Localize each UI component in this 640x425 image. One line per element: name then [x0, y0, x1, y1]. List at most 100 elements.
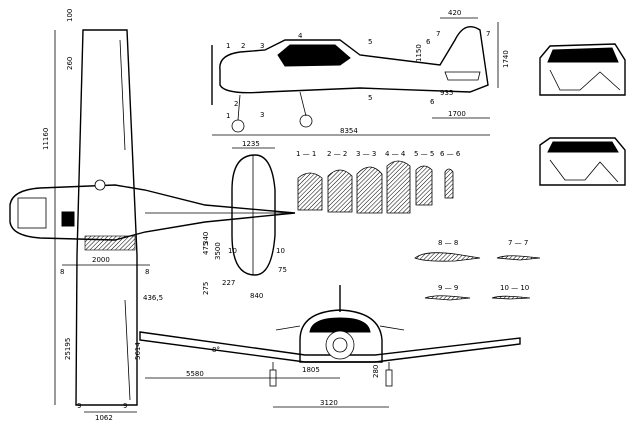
canopy-detail-top-glass — [547, 47, 619, 63]
tail-arm-label: 1700 — [448, 110, 466, 118]
front-gear-label: 1805 — [302, 366, 320, 374]
top-view: 11160 100 260 2000 8 8 436,5 25195 1062 … — [9, 9, 296, 422]
dihedral-label: 8° — [212, 346, 220, 354]
canopy-detail-top-seat — [549, 69, 621, 91]
half-span-label: 5580 — [186, 370, 204, 378]
station-10-right: 10 — [276, 247, 285, 255]
station-7-side: 7 — [436, 30, 440, 38]
station-5-side-low: 5 — [368, 94, 372, 102]
section-4-shape — [386, 160, 411, 214]
fin-height-label: 1740 — [502, 50, 510, 68]
fin-mid-label: 1150 — [415, 44, 423, 62]
station-4-side: 4 — [298, 32, 303, 40]
main-gear-strut — [299, 91, 307, 117]
fuselage-front — [299, 309, 383, 363]
tail-small-label: 935 — [440, 89, 453, 97]
section-3-shape — [356, 166, 383, 214]
wing-root-hatch — [84, 235, 136, 251]
track-label: 3120 — [320, 399, 338, 407]
station-6-side-low: 6 — [430, 98, 435, 106]
airfoil-7-shape — [496, 255, 541, 261]
stab-f-label: 75 — [278, 266, 287, 274]
front-view: 3120 5580 1805 5614 280 8° — [134, 285, 521, 408]
wing-front — [139, 331, 521, 363]
station-8-left: 8 — [60, 268, 64, 276]
canopy-detail-bottom — [539, 137, 626, 186]
root-chord-label: 2000 — [92, 256, 110, 264]
station-6-side: 6 — [426, 38, 431, 46]
station-2-low: 2 — [234, 100, 238, 108]
section-5-label: 5 — 5 — [414, 150, 434, 158]
section-6-label: 6 — 6 — [440, 150, 461, 158]
aileron-line-bottom — [124, 299, 131, 401]
canopy-details — [539, 43, 626, 186]
aileron-line-top — [119, 39, 126, 151]
main-wheel-side — [299, 114, 313, 128]
span-dim-label: 11160 — [42, 128, 50, 150]
station-7-side-right: 7 — [486, 30, 490, 38]
engine-cowl-plan — [17, 197, 47, 229]
fuselage-side — [219, 26, 489, 94]
canopy-front — [309, 317, 371, 333]
airfoil-9-label: 9 — 9 — [438, 284, 458, 292]
section-5-shape — [415, 165, 433, 206]
stab-span-label: 3500 — [214, 242, 222, 260]
canopy-side — [277, 44, 351, 67]
front-gear-h-label: 280 — [372, 365, 380, 378]
length-label: 8354 — [340, 127, 358, 135]
section-4-label: 4 — 4 — [385, 150, 406, 158]
stab-front — [275, 325, 405, 331]
horizontal-stab-plan — [231, 154, 276, 276]
section-2-label: 2 — 2 — [327, 150, 347, 158]
station-9-left: 9 — [77, 402, 81, 410]
station-1-low: 1 — [226, 112, 230, 120]
wing-outer-label: 25195 — [64, 338, 72, 360]
airfoil-9-shape — [424, 295, 471, 301]
stab-chord-label: 1235 — [242, 140, 260, 148]
stab-b-label: 340 — [202, 232, 210, 245]
section-3-label: 3 — 3 — [356, 150, 376, 158]
station-2-side: 2 — [241, 42, 245, 50]
station-3-low: 3 — [260, 111, 264, 119]
side-view: 1 2 3 4 5 5 6 6 7 7 2 3 1 8354 1700 935 … — [211, 9, 510, 136]
section-6-shape — [444, 168, 454, 199]
canopy-detail-bottom-glass — [547, 141, 619, 153]
front-h-label: 5614 — [134, 342, 142, 360]
airfoil-10-shape — [491, 295, 531, 300]
airfoil-8-shape — [414, 252, 481, 262]
spinner-front — [332, 337, 348, 353]
tip-top-label: 100 — [66, 9, 74, 22]
canopy-detail-top — [539, 43, 626, 96]
stab-a-label: 475 — [202, 242, 210, 255]
tip-chord-label: 1062 — [95, 414, 113, 422]
station-1-side: 1 — [226, 42, 230, 50]
station-9-right: 9 — [123, 402, 127, 410]
station-5-side: 5 — [368, 38, 372, 46]
cockpit-circle — [94, 179, 106, 191]
nose-wheel-side — [231, 119, 245, 133]
fin-chord-label: 420 — [448, 9, 461, 17]
section-1-label: 1 — 1 — [296, 150, 316, 158]
wing-root-block — [61, 211, 75, 227]
stab-e-label: 840 — [250, 292, 263, 300]
wing-planform — [75, 29, 138, 406]
section-2-shape — [327, 169, 353, 213]
tip-aileron-label: 260 — [66, 57, 74, 70]
cross-sections: 1 — 1 2 — 2 3 — 3 4 — 4 5 — 5 6 — 6 8 — … — [296, 150, 541, 301]
airfoil-7-label: 7 — 7 — [508, 239, 528, 247]
nose-gear-strut — [237, 94, 241, 121]
section-1-shape — [297, 172, 323, 211]
station-3-side: 3 — [260, 42, 264, 50]
fuselage-plan — [9, 184, 296, 241]
canopy-detail-bottom-seat — [549, 159, 619, 183]
airfoil-10-label: 10 — 10 — [500, 284, 529, 292]
right-wheel-front — [385, 369, 393, 387]
stab-c-label: 275 — [202, 282, 210, 295]
aileron-offset-label: 436,5 — [143, 294, 163, 302]
station-10-left: 10 — [228, 247, 237, 255]
stab-d-label: 227 — [222, 279, 235, 287]
station-8-right: 8 — [145, 268, 149, 276]
tail-stab-side — [444, 71, 481, 81]
